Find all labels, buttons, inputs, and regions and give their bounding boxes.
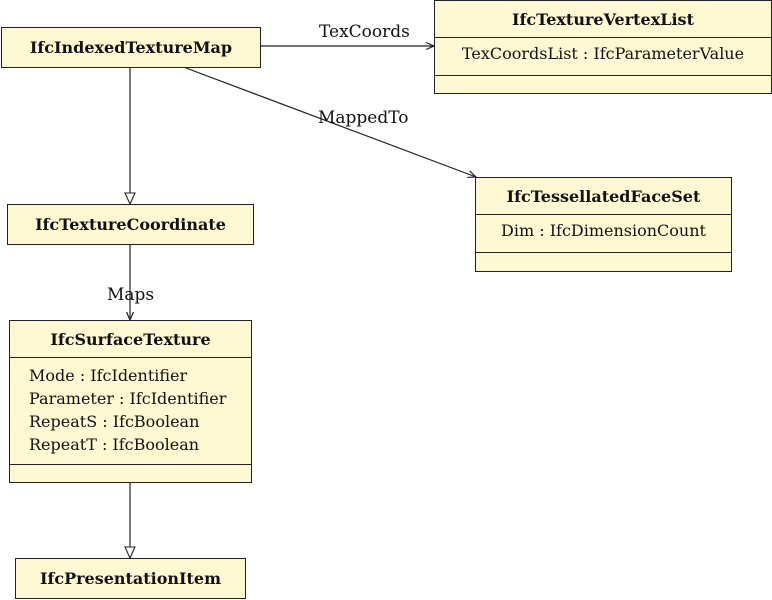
class-name: IfcPresentationItem (39, 569, 222, 588)
class-name: IfcIndexedTextureMap (29, 38, 233, 57)
tex-coords-label: TexCoords (319, 22, 410, 42)
attribute: RepeatS : IfcBoolean (29, 412, 200, 431)
class-name: IfcSurfaceTexture (50, 329, 211, 349)
attribute: Dim : IfcDimensionCount (501, 221, 706, 240)
class-name: IfcTextureCoordinate (35, 215, 226, 234)
class-ifc-tessellated-face-set[interactable]: IfcTessellatedFaceSet Dim : IfcDimension… (475, 177, 732, 272)
mapped-to-label: MappedTo (318, 108, 409, 128)
attribute: RepeatT : IfcBoolean (29, 435, 200, 454)
operation-compartment (10, 464, 251, 483)
maps-label: Maps (107, 285, 155, 305)
mapped-to-association (185, 67, 476, 177)
class-name: IfcTextureVertexList (512, 9, 694, 29)
class-ifc-surface-texture[interactable]: IfcSurfaceTexture Mode : IfcIdentifier P… (9, 320, 252, 483)
class-ifc-texture-vertex-list[interactable]: IfcTextureVertexList TexCoordsList : Ifc… (434, 0, 772, 94)
class-ifc-indexed-texture-map[interactable]: IfcIndexedTextureMap (1, 27, 261, 68)
attribute: TexCoordsList : IfcParameterValue (461, 44, 745, 63)
attribute: Mode : IfcIdentifier (29, 366, 188, 385)
class-ifc-texture-coordinate[interactable]: IfcTextureCoordinate (7, 204, 254, 245)
attribute-list: TexCoordsList : IfcParameterValue (435, 37, 771, 75)
operation-compartment (435, 75, 771, 94)
attribute: Parameter : IfcIdentifier (29, 389, 227, 408)
attribute-list: Mode : IfcIdentifier Parameter : IfcIden… (10, 357, 251, 464)
class-ifc-presentation-item[interactable]: IfcPresentationItem (15, 558, 246, 599)
operation-compartment (476, 252, 731, 272)
attribute-list: Dim : IfcDimensionCount (476, 214, 731, 252)
class-name: IfcTessellatedFaceSet (506, 186, 701, 206)
